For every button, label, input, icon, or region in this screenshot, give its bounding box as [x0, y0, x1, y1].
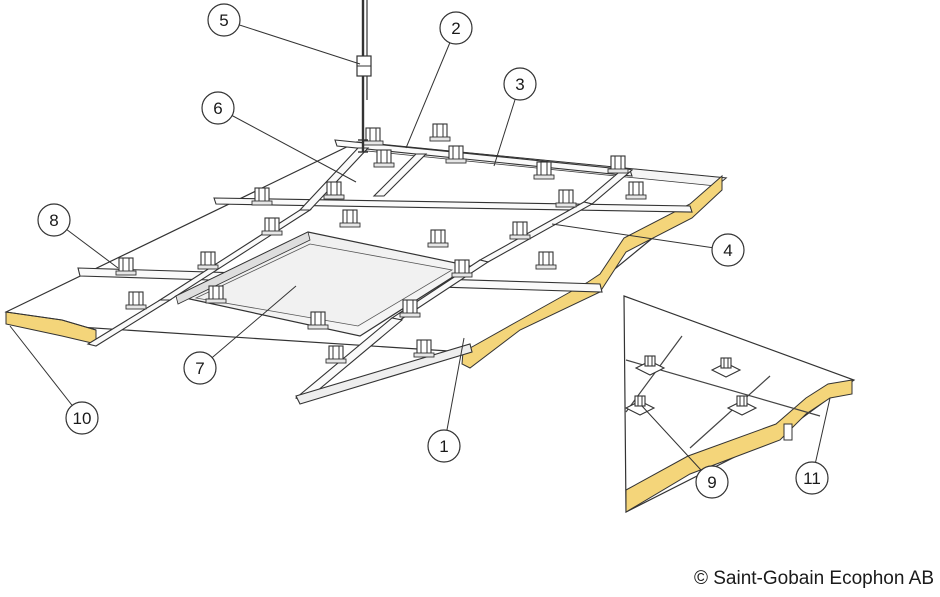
callout-label-9: 9: [707, 473, 716, 492]
callout-4: 4: [711, 233, 745, 267]
panel-clip: [339, 209, 361, 228]
callout-label-1: 1: [439, 437, 448, 456]
leader-lines: [9, 19, 831, 483]
callout-8: 8: [37, 203, 71, 237]
panel-edge-right: [461, 174, 723, 369]
detail-inset: [623, 295, 856, 513]
callout-label-5: 5: [219, 11, 228, 30]
leader-line-7: [199, 285, 297, 369]
callout-6: 6: [201, 91, 235, 125]
panel-clip: [197, 251, 219, 270]
callout-label-2: 2: [451, 19, 460, 38]
callout-label-6: 6: [213, 99, 222, 118]
panel-clip: [125, 291, 147, 310]
panel-clip: [445, 145, 467, 164]
panel-clip: [555, 189, 577, 208]
leader-line-2: [405, 27, 457, 149]
panel-clip: [362, 127, 384, 146]
panel-clip: [533, 161, 555, 180]
callout-1: 1: [427, 429, 461, 463]
callout-label-10: 10: [73, 409, 92, 428]
callouts: 1 2 3 4 5 6 7 8 9 10 11: [37, 3, 829, 499]
panel-clip: [429, 123, 451, 142]
leader-line-6: [217, 107, 357, 183]
panel-clip: [509, 221, 531, 240]
callout-10: 10: [65, 401, 99, 435]
callout-label-7: 7: [195, 359, 204, 378]
callout-5: 5: [207, 3, 241, 37]
detail-clip: [726, 395, 758, 416]
leader-line-5: [223, 19, 361, 65]
callout-9: 9: [695, 465, 729, 499]
panel-clip: [413, 339, 435, 358]
panel-clip: [325, 345, 347, 364]
panel-clip: [205, 285, 227, 304]
callout-label-11: 11: [803, 469, 821, 488]
panel-clip: [261, 217, 283, 236]
panel-clip: [373, 149, 395, 168]
panel-clip: [251, 187, 273, 206]
panel-clip: [607, 155, 629, 174]
panel-clip: [115, 257, 137, 276]
hanger-rod: [356, 0, 372, 153]
panel-clip: [399, 299, 421, 318]
detail-clip: [634, 355, 666, 376]
panel-clip: [625, 181, 647, 200]
callout-label-4: 4: [723, 241, 732, 260]
detail-clip: [710, 357, 742, 378]
callout-label-8: 8: [49, 211, 58, 230]
panel-clip: [323, 181, 345, 200]
callout-3: 3: [503, 67, 537, 101]
panel-clip: [451, 259, 473, 278]
panel-clip: [535, 251, 557, 270]
detail-clips: [624, 355, 758, 416]
leader-line-9: [641, 405, 713, 483]
callout-11: 11: [795, 461, 829, 495]
panel-clip: [427, 229, 449, 248]
leader-line-4: [551, 223, 729, 251]
front-main-runner: [295, 343, 473, 405]
panel-clips: [115, 123, 647, 364]
copyright-notice: © Saint-Gobain Ecophon AB: [693, 568, 934, 589]
detail-edge-runner: [783, 423, 793, 441]
callout-label-3: 3: [515, 75, 524, 94]
panel-clip: [307, 311, 329, 330]
leader-line-10: [9, 325, 83, 419]
callout-2: 2: [439, 11, 473, 45]
callout-7: 7: [183, 351, 217, 385]
leader-line-1: [443, 337, 465, 447]
